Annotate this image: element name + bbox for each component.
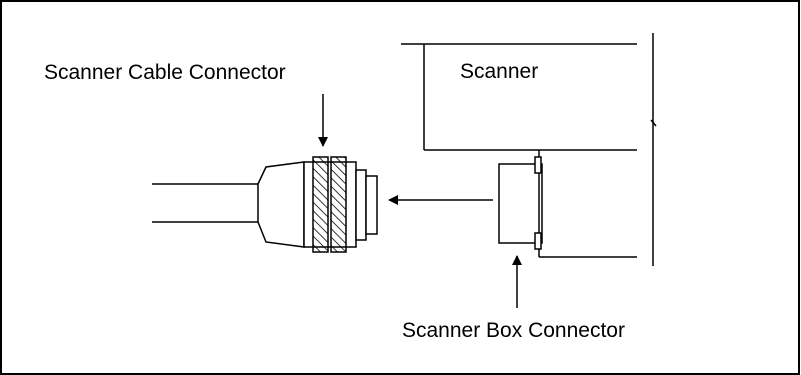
scanner-cable-connector <box>257 156 378 253</box>
cable-connector-label: Scanner Cable Connector <box>44 61 286 84</box>
scanner-label: Scanner <box>460 60 538 83</box>
scanner-cable <box>152 183 258 223</box>
scanner-box-connector <box>498 156 543 250</box>
box-connector-label: Scanner Box Connector <box>402 319 625 342</box>
